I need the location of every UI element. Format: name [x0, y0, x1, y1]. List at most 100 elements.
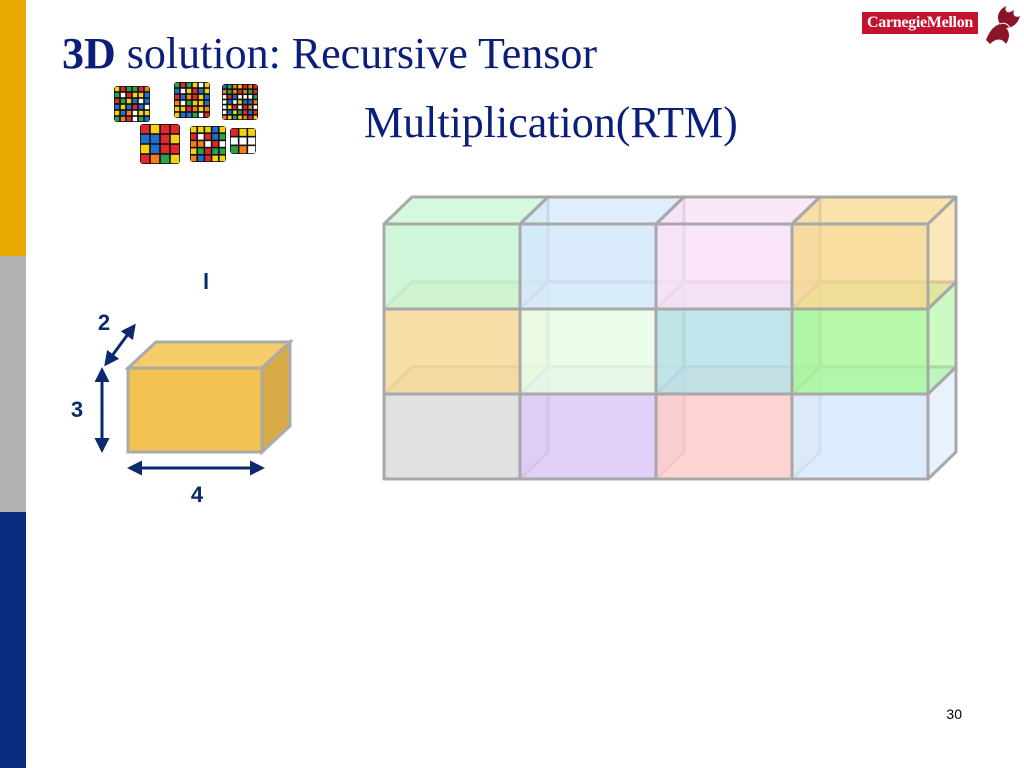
rubik-cube-tile	[150, 124, 160, 134]
rubik-cube-tile	[114, 92, 120, 98]
grid-cell-front-r2-c2	[654, 392, 794, 481]
label-width: 4	[191, 482, 204, 507]
rubik-cube-tile	[114, 116, 120, 122]
rubik-cube-tile	[186, 112, 192, 118]
rubik-cube-tile	[140, 154, 150, 164]
rubik-cube-tile	[239, 146, 247, 154]
rubik-cube-tile	[160, 124, 170, 134]
rubik-cube-tile	[198, 134, 204, 140]
rubik-cube-tile	[233, 115, 237, 120]
rubik-cube-tile	[192, 112, 198, 118]
rubik-cube-tile	[198, 112, 204, 118]
rubik-cube-tile	[212, 141, 218, 147]
rubiks-cubes-icon	[114, 82, 258, 164]
rubik-cube-tile	[120, 104, 126, 110]
rubik-cube-tile	[222, 95, 227, 99]
rubik-cube-tile	[190, 126, 197, 133]
rubik-cube-tile	[174, 82, 180, 88]
rubik-cube-tile	[190, 134, 197, 140]
rubik-cube-tile	[253, 95, 258, 99]
grid-cell-front-r1-c2	[654, 307, 794, 396]
rubik-cube-tile	[205, 141, 211, 147]
rubik-cube-tile	[126, 110, 132, 116]
rubik-cube-tile	[138, 110, 144, 116]
rubik-cube-tile	[243, 95, 247, 99]
rubik-cube-tile	[144, 98, 150, 104]
rubik-cube-tile	[126, 116, 132, 122]
rubik-cube-tile	[219, 148, 226, 154]
rubik-cube-tile	[219, 155, 226, 162]
rubik-cube-tile	[198, 141, 204, 147]
rubik-cube-tile	[212, 155, 218, 162]
rubik-cube-tile	[219, 126, 226, 133]
rubik-cube-tile	[180, 100, 186, 106]
rubik-cube-tile	[233, 110, 237, 115]
rubik-cube-tile	[230, 146, 238, 154]
rubik-cube-tile	[222, 110, 227, 115]
grid-cell-front-r2-c0	[382, 392, 522, 481]
title-rest-line1: solution: Recursive Tensor	[115, 29, 598, 78]
rubik-cube-tile	[222, 105, 227, 109]
rubik-cube-tile	[120, 92, 126, 98]
rubik-cube-tile	[233, 84, 237, 89]
rubik-cube-tile	[222, 100, 227, 104]
rubik-cube-tile	[132, 110, 138, 116]
rubik-cube-tile	[120, 98, 126, 104]
rubik-cube-tile	[253, 110, 258, 115]
rubik-cube-tile	[126, 104, 132, 110]
rubik-cube-tile	[144, 104, 150, 110]
rubik-cube-tile	[204, 112, 210, 118]
rubik-cube-tile	[186, 106, 192, 112]
rubik-cube-tile	[174, 88, 180, 94]
rubik-cube-tile	[238, 95, 242, 99]
rubik-cube-tile	[238, 89, 242, 94]
rubik-cube-tile	[233, 95, 237, 99]
grid-cell-front-r0-c2	[654, 222, 794, 311]
rubik-cube-tile	[198, 106, 204, 112]
rubik-cube-tile	[192, 106, 198, 112]
rubik-cube-tile	[192, 94, 198, 100]
label-l: l	[203, 269, 209, 294]
title-bold-part: 3D	[62, 29, 116, 78]
rubik-cube-tile	[150, 154, 160, 164]
rubik-cube-tile	[222, 84, 227, 89]
rubik-cube-tile	[150, 144, 160, 154]
rubik-cube-tile	[126, 98, 132, 104]
rubik-cube-tile	[180, 106, 186, 112]
rubik-cube-tile	[243, 100, 247, 104]
rubik-cube-tile	[160, 144, 170, 154]
rubik-cube-tile	[138, 104, 144, 110]
label-depth: 2	[98, 310, 110, 335]
rubik-cube-tile	[205, 148, 211, 154]
rubik-cube-tile	[174, 100, 180, 106]
slide-title-line2: Multiplication(RTM)	[364, 98, 738, 147]
rubik-cube-tile	[198, 126, 204, 133]
side-bar-gold	[0, 0, 26, 256]
rubik-cube-tile	[190, 141, 197, 147]
rubik-cube-tile	[198, 82, 204, 88]
rubik-cube-body	[174, 82, 210, 118]
rubik-cube-tile	[192, 100, 198, 106]
rubik-cube-tile	[204, 82, 210, 88]
rubik-cube-tile	[248, 137, 256, 145]
rubik-cube-tile	[204, 88, 210, 94]
rubik-cube-tile	[198, 155, 204, 162]
grid-cell-front-r1-c1	[518, 307, 658, 396]
rubik-cube-tile	[180, 112, 186, 118]
rubik-cube-tile	[170, 144, 180, 154]
rubik-cube-tile	[138, 86, 144, 92]
side-bar-blue	[0, 512, 26, 768]
rubik-cube-tile	[204, 94, 210, 100]
rubik-cube-body	[114, 86, 150, 122]
label-height: 3	[71, 397, 83, 422]
rubik-cube-tile	[248, 115, 253, 120]
rubik-cube-tile	[160, 154, 170, 164]
rubik-cube-tile	[222, 115, 227, 120]
rubik-cube-tile	[126, 86, 132, 92]
rubik-cube-tile	[248, 110, 253, 115]
rubik-cube-tile	[253, 100, 258, 104]
rubik-cube-tile	[219, 134, 226, 140]
rubik-cube-tile	[114, 110, 120, 116]
rubik-cube-tile	[204, 106, 210, 112]
rubik-cube-tile	[227, 105, 232, 109]
